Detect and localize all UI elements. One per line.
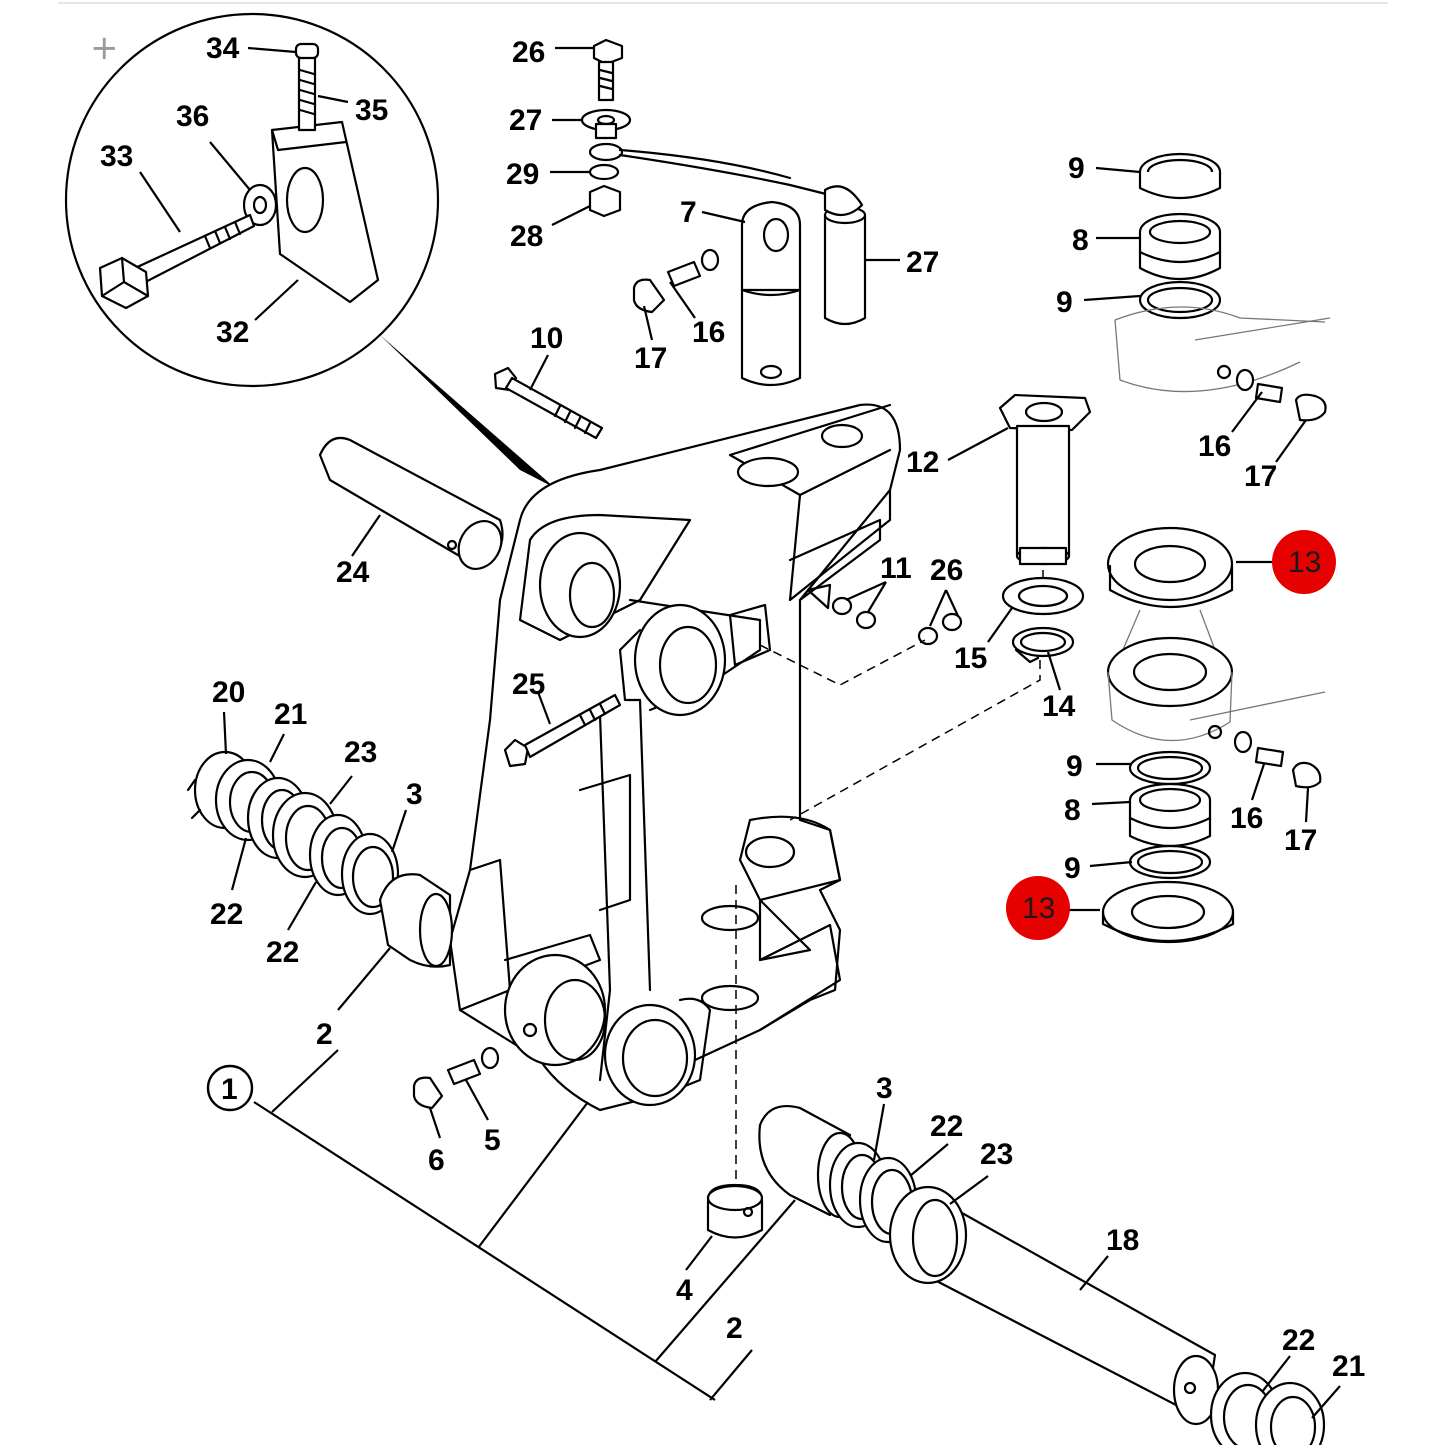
- leader-lines: [139, 46, 1341, 1419]
- callout-7: 7: [680, 196, 697, 229]
- callout-2-lower: 2: [726, 1312, 743, 1345]
- callout-20: 20: [212, 676, 245, 709]
- bushing-stack-upper: [1114, 152, 1331, 422]
- callout-3-left: 3: [406, 778, 423, 811]
- callout-36: 36: [176, 100, 209, 133]
- callout-8-a: 8: [1072, 224, 1089, 257]
- callout-22-left-a: 22: [210, 898, 243, 931]
- assembly-marker-1: 1: [206, 1064, 254, 1112]
- callout-16-right-bottom: 16: [1230, 802, 1263, 835]
- callout-9-a: 9: [1068, 152, 1085, 185]
- zoom-in-icon[interactable]: +: [90, 28, 119, 68]
- callout-8-b: 8: [1064, 794, 1081, 827]
- callout-26-top: 26: [512, 36, 545, 69]
- bolt-25: [503, 693, 622, 768]
- callout-16-top: 16: [692, 316, 725, 349]
- top-divider: [58, 2, 1388, 4]
- callout-numbers: 34 35 36 33 32 26 27 29 28 7 27 16 17 10…: [100, 32, 1365, 1383]
- callout-21-bottom-right: 21: [1332, 1350, 1365, 1383]
- callout-4: 4: [676, 1274, 693, 1307]
- grease-fitting-5-6: [412, 1046, 500, 1110]
- callout-6: 6: [428, 1144, 445, 1177]
- callout-14: 14: [1042, 690, 1076, 723]
- sleeve-4: [706, 1183, 764, 1239]
- callout-23-lower: 23: [980, 1138, 1013, 1171]
- callout-27-top: 27: [509, 104, 542, 137]
- callout-1: 1: [221, 1073, 238, 1106]
- pin-chain-group: [580, 38, 867, 387]
- callout-18: 18: [1106, 1224, 1139, 1257]
- highlight-label-13-top: 13: [1288, 546, 1321, 579]
- highlight-marker-13-top[interactable]: 13: [1272, 530, 1336, 594]
- callout-23-left: 23: [344, 736, 377, 769]
- left-seal-stack: [186, 750, 454, 968]
- callout-10: 10: [530, 322, 563, 355]
- callout-29: 29: [506, 158, 539, 191]
- callout-24: 24: [336, 556, 370, 589]
- callout-27-right: 27: [906, 246, 939, 279]
- callout-26-mid: 26: [930, 554, 963, 587]
- callout-9-d: 9: [1064, 852, 1081, 885]
- callout-12: 12: [906, 446, 939, 479]
- pin-12: [998, 393, 1092, 664]
- nuts-11-26: [831, 596, 963, 646]
- detail-inset: [64, 12, 555, 488]
- callout-22-left-b: 22: [266, 936, 299, 969]
- callout-35: 35: [355, 94, 388, 127]
- callout-9-b: 9: [1056, 286, 1073, 319]
- callout-25: 25: [512, 668, 545, 701]
- callout-16-right-top: 16: [1198, 430, 1231, 463]
- highlight-marker-13-bottom[interactable]: 13: [1006, 876, 1070, 940]
- highlight-label-13-bottom: 13: [1022, 892, 1055, 925]
- callout-17-right-bottom: 17: [1284, 824, 1317, 857]
- callout-34: 34: [206, 32, 240, 65]
- callout-11: 11: [880, 552, 912, 585]
- callout-3-lower: 3: [876, 1072, 893, 1105]
- bolt-10: [493, 366, 604, 440]
- callout-32: 32: [216, 316, 249, 349]
- callout-22-bottom-right: 22: [1282, 1324, 1315, 1357]
- callout-33: 33: [100, 140, 133, 173]
- callout-28: 28: [510, 220, 543, 253]
- assembly-lines: [735, 570, 1044, 1190]
- pin-24: [318, 436, 504, 570]
- callout-17-top: 17: [634, 342, 667, 375]
- callout-15: 15: [954, 642, 987, 675]
- callout-21-left: 21: [274, 698, 307, 731]
- bushing-stack-lower: [1101, 526, 1326, 944]
- callout-22-lower: 22: [930, 1110, 963, 1143]
- swing-bracket: [448, 403, 902, 1112]
- lower-pin-stack: [758, 1104, 1326, 1445]
- callout-2-left: 2: [316, 1018, 333, 1051]
- callout-17-right-top: 17: [1244, 460, 1277, 493]
- callout-9-c: 9: [1066, 750, 1083, 783]
- callout-5: 5: [484, 1124, 501, 1157]
